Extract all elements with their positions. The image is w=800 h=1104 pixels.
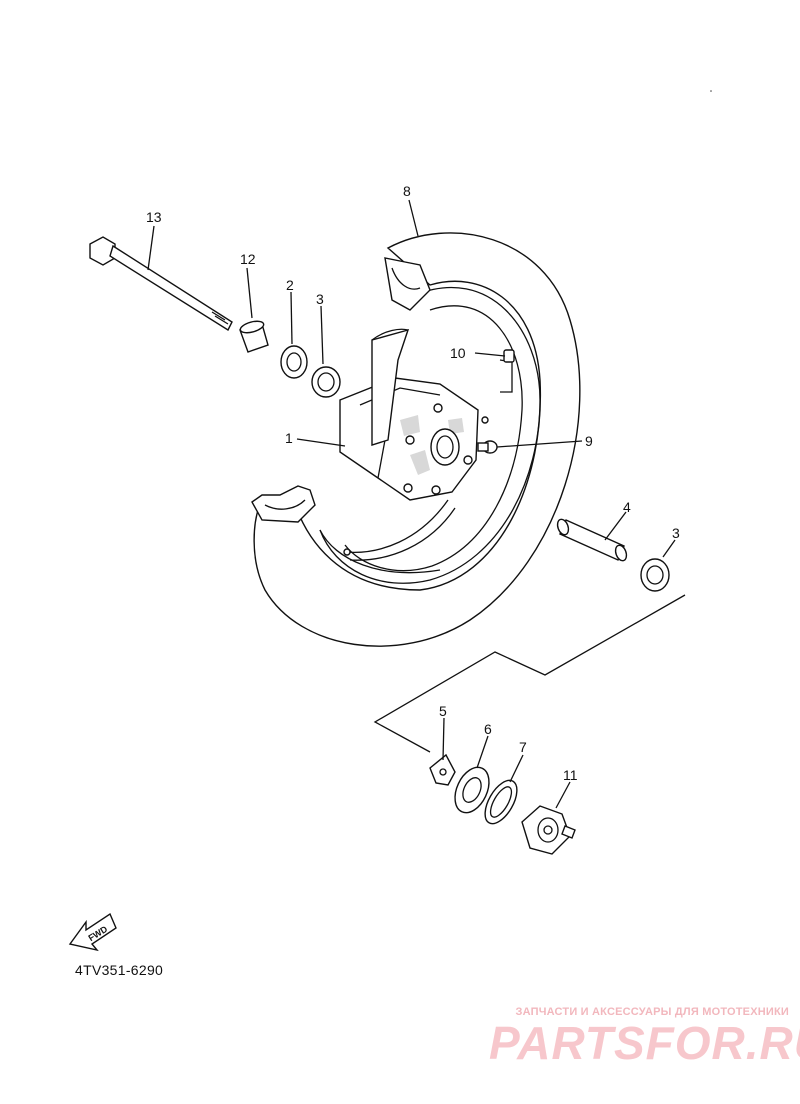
spacer-tube [556, 518, 628, 562]
callout-5: 5 [439, 703, 447, 719]
washer [454, 766, 490, 814]
callout-6: 6 [484, 721, 492, 737]
diagram-part-code: 4TV351-6290 [75, 962, 164, 978]
tire-rim [251, 232, 581, 647]
callout-12: 12 [240, 251, 256, 267]
bearing-lower [640, 558, 670, 592]
watermark-tagline: ЗАПЧАСТИ И АКСЕССУАРЫ ДЛЯ МОТОТЕХНИКИ [515, 1006, 789, 1018]
callout-9: 9 [585, 433, 593, 449]
callout-2: 2 [286, 277, 294, 293]
callout-labels: 13 12 2 3 8 10 1 9 4 3 5 6 7 11 [146, 183, 680, 783]
collar [239, 320, 269, 353]
o-ring [484, 779, 518, 825]
callout-11: 11 [563, 767, 578, 783]
fwd-arrow-icon: FWD [68, 912, 117, 952]
wheel-hub [339, 328, 489, 501]
bearing-upper [311, 366, 341, 398]
callout-4: 4 [623, 499, 631, 515]
hub-bolt [477, 440, 498, 454]
oil-seal [280, 345, 308, 379]
assembly-guide-lines [373, 594, 686, 753]
spacer-pin [503, 349, 515, 363]
callout-3-upper: 3 [316, 291, 324, 307]
meter-gear-unit [521, 805, 576, 855]
callout-8: 8 [403, 183, 411, 199]
callout-3-lower: 3 [672, 525, 680, 541]
callout-7: 7 [519, 739, 527, 755]
callout-13: 13 [146, 209, 162, 225]
speck [710, 90, 712, 92]
watermark-logo: PARTSFOR.RU [489, 1017, 800, 1069]
callout-10: 10 [450, 345, 466, 361]
axle-bolt [89, 236, 233, 332]
callout-1: 1 [285, 430, 293, 446]
leader-lines [147, 199, 676, 809]
